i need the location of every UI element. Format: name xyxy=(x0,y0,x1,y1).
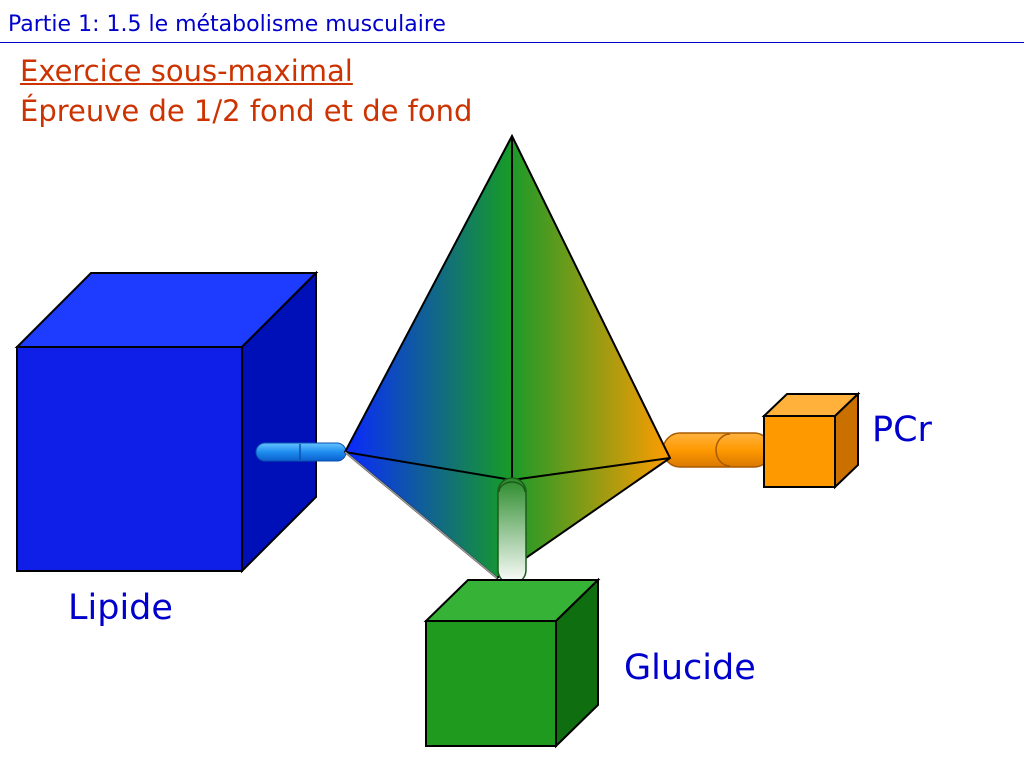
glucide-connector xyxy=(497,477,527,585)
lipide-cube xyxy=(14,270,319,574)
label-lipide: Lipide xyxy=(68,588,173,628)
glucide-cube xyxy=(423,577,601,749)
subtitle-exercise: Exercice sous-maximal xyxy=(20,54,353,88)
label-pcr: PCr xyxy=(872,410,932,450)
pcr-connector xyxy=(662,432,772,468)
pcr-cube xyxy=(761,391,861,490)
subtitle-event: Épreuve de 1/2 fond et de fond xyxy=(20,94,473,128)
lipide-connector xyxy=(255,442,347,462)
header-divider xyxy=(0,42,1024,43)
slide-header: Partie 1: 1.5 le métabolisme musculaire xyxy=(8,12,446,37)
energy-pyramid xyxy=(343,133,672,580)
label-glucide: Glucide xyxy=(624,648,756,688)
